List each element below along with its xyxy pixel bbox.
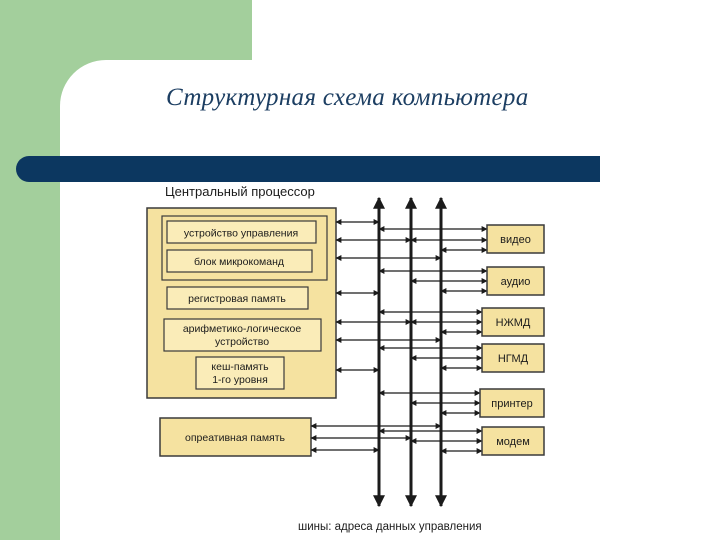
device-printer-label: принтер <box>491 398 532 410</box>
device-modem-box <box>481 426 545 456</box>
microcode-unit-label: блок микрокоманд <box>194 256 284 268</box>
microcode-unit-box <box>166 249 313 273</box>
bus-caption: шины: адреса данных управления <box>298 521 482 533</box>
slide-title: Структурная схема компьютера <box>166 84 529 111</box>
device-audio-label: аудио <box>501 276 531 288</box>
device-hdd-label: НЖМД <box>496 317 531 329</box>
cpu-label: Центральный процессор <box>165 184 315 199</box>
cache-box <box>195 356 285 390</box>
register-memory-box <box>166 286 309 310</box>
control-unit-box <box>166 220 317 244</box>
device-video-box <box>486 224 545 254</box>
alu-label-line2: устройство <box>215 336 269 348</box>
device-modem-label: модем <box>496 436 530 448</box>
ram-block <box>159 417 312 457</box>
cache-label-line2: 1-го уровня <box>212 374 268 386</box>
register-memory-label: регистровая память <box>188 293 286 305</box>
device-hdd-box <box>481 307 545 337</box>
ram-label: опреативная память <box>185 432 286 444</box>
device-video-label: видео <box>500 234 531 246</box>
device-printer-box <box>479 388 545 418</box>
device-fdd-label: НГМД <box>498 353 529 365</box>
device-connections <box>378 226 488 454</box>
alu-label-line1: арифметико-логическое <box>183 323 302 335</box>
bus-lines <box>373 196 447 508</box>
control-unit-label: устройство управления <box>184 228 298 240</box>
device-fdd-box <box>481 343 545 373</box>
title-underline-bar <box>16 156 600 182</box>
cache-label-line1: кеш-память <box>211 361 269 373</box>
cpu-connections <box>310 219 442 453</box>
control-unit-group: устройство управления блок микрокоманд <box>161 215 328 281</box>
device-audio-box <box>486 266 545 296</box>
alu-box <box>163 318 322 352</box>
